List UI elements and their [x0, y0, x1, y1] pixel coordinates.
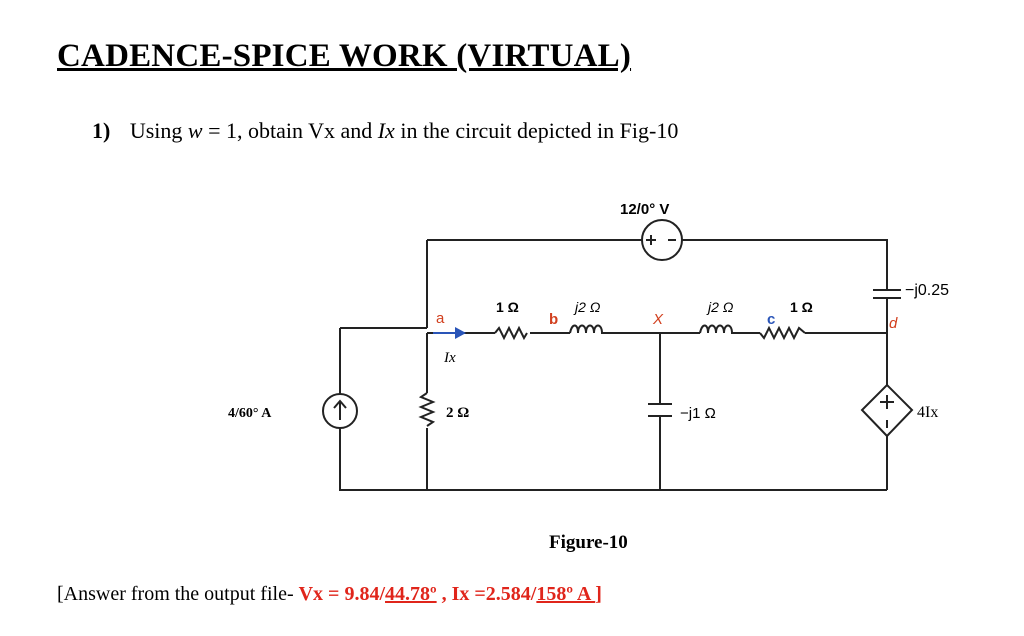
node-d-label: d: [889, 315, 898, 332]
answer-suffix: ]: [595, 583, 602, 605]
w-value: = 1, obtain Vx and: [202, 118, 378, 143]
resistor-1ohm-left-label: 1 Ω: [496, 299, 519, 315]
inductor-right-label: j2 Ω: [706, 299, 734, 315]
question-1: 1) Using w = 1, obtain Vx and Ix in the …: [92, 118, 678, 144]
top-wire: [427, 239, 888, 290]
question-text-after: in the circuit depicted in Fig-10: [394, 118, 679, 143]
question-number: 1): [92, 118, 111, 143]
dependent-source-icon: [860, 383, 914, 438]
voltage-source-icon: [641, 219, 683, 261]
vx-angle: 44.78º: [385, 583, 437, 605]
ix-current-label: Ix: [443, 350, 456, 366]
ix-separator: ,: [436, 583, 452, 605]
page-heading: CADENCE-SPICE WORK (VIRTUAL): [57, 38, 632, 74]
vx-answer: Vx = 9.84/: [298, 583, 386, 605]
node-a-label: a: [436, 310, 445, 327]
voltage-source-label: 12/0° V: [620, 201, 669, 218]
inductor-left-icon: [569, 324, 605, 334]
node-x-label: X: [652, 311, 664, 328]
ix-variable: Ix: [377, 118, 395, 143]
capacitor-center-label: −j1 Ω: [680, 405, 716, 422]
resistor-1ohm-right-icon: [759, 325, 806, 341]
capacitor-right-label: −j0.25: [905, 282, 949, 299]
inductor-right-icon: [699, 324, 738, 334]
capacitor-center-icon: [648, 403, 672, 417]
resistor-1ohm-right-label: 1 Ω: [790, 299, 813, 315]
current-source-label: 4/60° A: [228, 406, 272, 421]
dependent-source-label: 4Ix: [917, 404, 938, 421]
ix-answer: Ix =2.584/: [451, 583, 537, 605]
resistor-1ohm-left-icon: [494, 325, 528, 341]
resistor-2ohm-icon: [418, 392, 436, 427]
left-loop-wire: [339, 240, 428, 491]
inductor-left-label: j2 Ω: [573, 299, 601, 315]
node-b-label: b: [549, 311, 558, 328]
node-c-label: c: [767, 311, 775, 328]
figure-caption: Figure-10: [549, 532, 628, 553]
capacitor-right-icon: [873, 289, 901, 299]
ix-arrow-icon: [433, 327, 466, 339]
current-source-icon: [322, 393, 358, 429]
answer-line: [Answer from the output file- Vx = 9.84/…: [57, 583, 602, 606]
resistor-2ohm-label: 2 Ω: [446, 405, 469, 421]
w-variable: w: [187, 118, 203, 143]
answer-prefix: [Answer from the output file-: [57, 583, 299, 605]
question-text-before: Using: [129, 118, 188, 143]
ix-angle: 158º A: [536, 583, 596, 605]
